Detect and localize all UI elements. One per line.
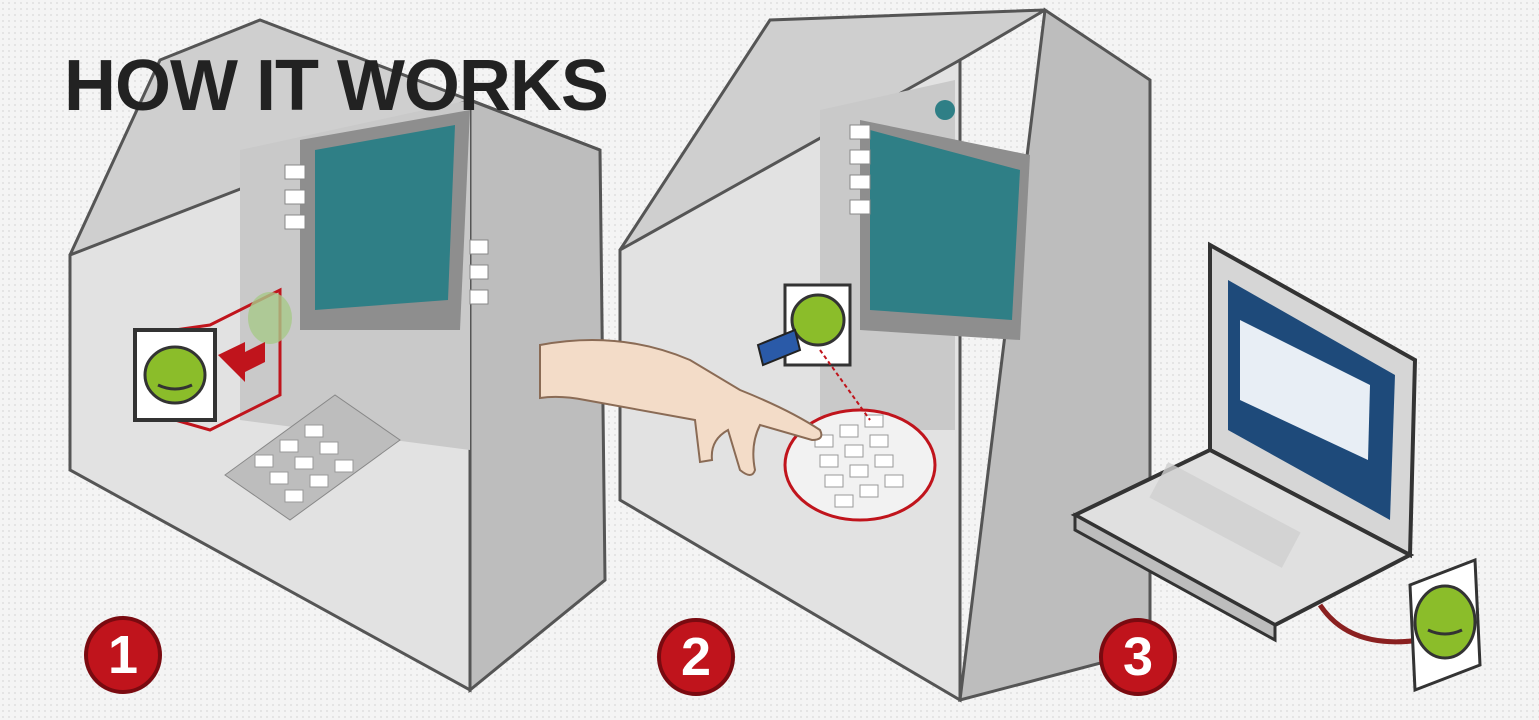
step-badge-1: 1 bbox=[84, 616, 162, 694]
green-device-icon bbox=[1410, 560, 1480, 690]
step-badge-2: 2 bbox=[657, 618, 735, 696]
atm-screen bbox=[315, 125, 455, 310]
atm-machine-icon bbox=[540, 10, 1150, 700]
page-title: HOW IT WORKS bbox=[64, 50, 608, 122]
step-badge-3: 3 bbox=[1099, 618, 1177, 696]
